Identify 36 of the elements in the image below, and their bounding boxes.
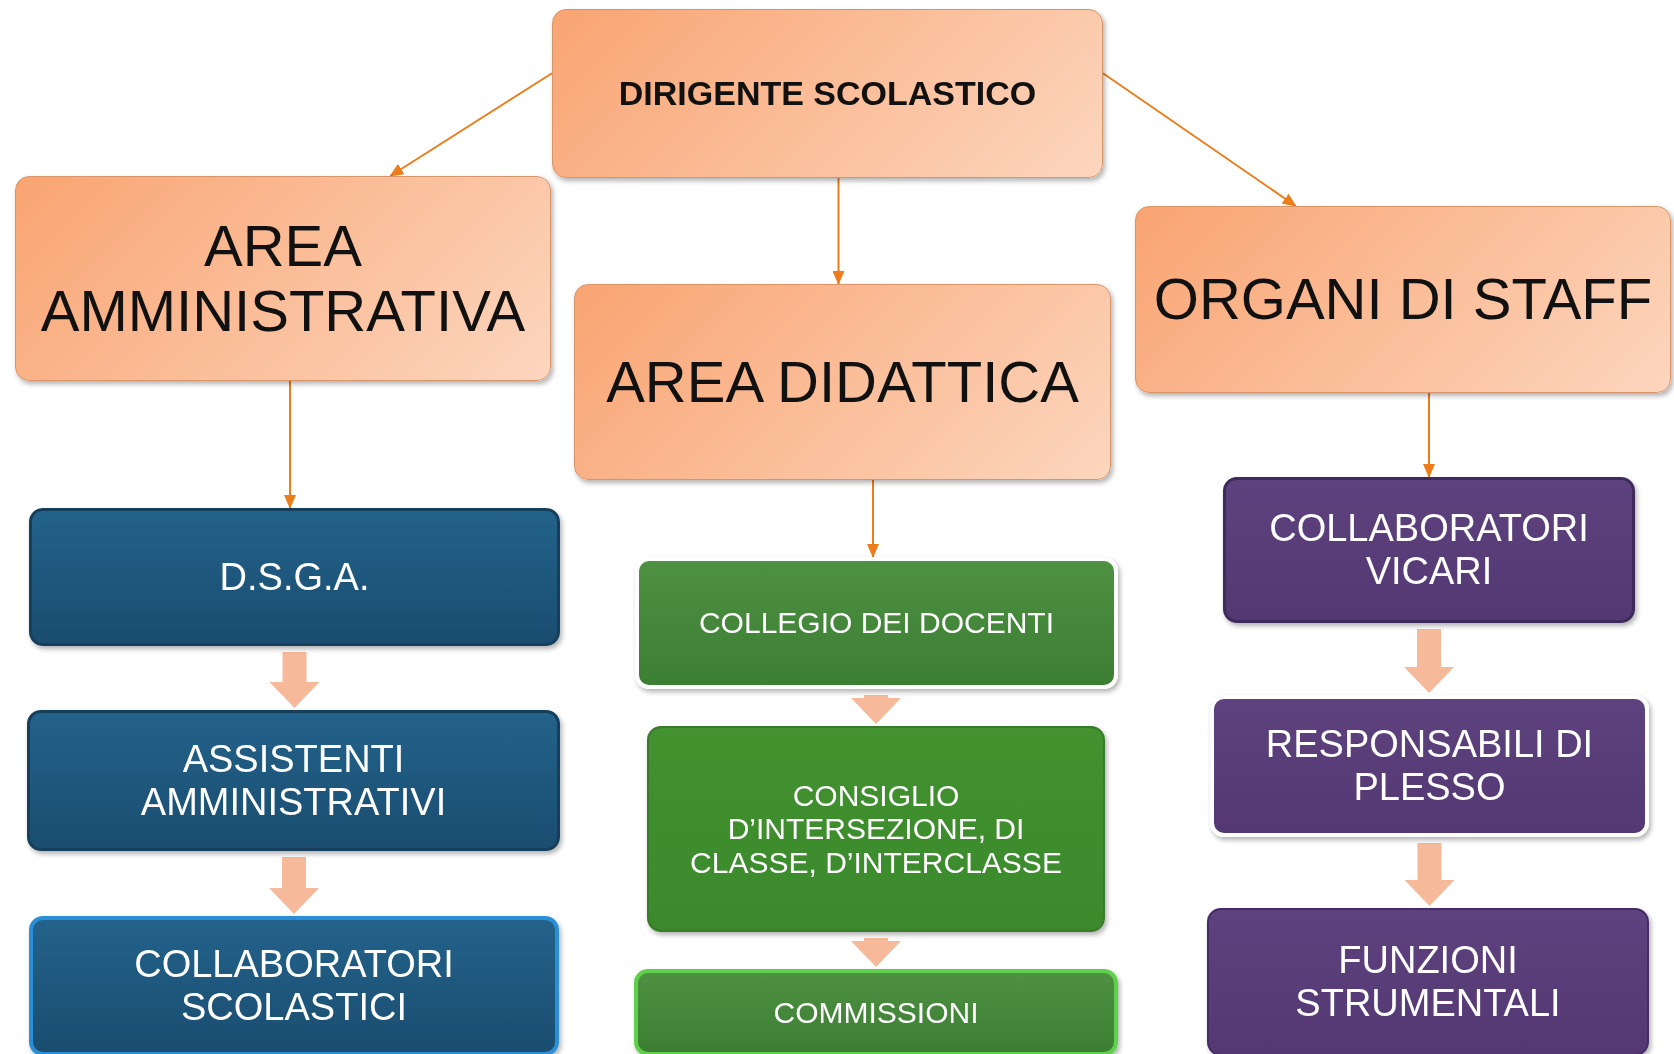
node-label: RESPONSABILI DI PLESSO xyxy=(1264,723,1595,809)
role-box xyxy=(1223,477,1635,623)
area-box xyxy=(552,9,1103,178)
arrow xyxy=(284,380,296,509)
role-box xyxy=(27,710,560,851)
block-arrow xyxy=(1404,843,1455,906)
node-label: DIRIGENTE SCOLASTICO xyxy=(618,74,1037,113)
block-arrow xyxy=(851,938,901,967)
node-label: D.S.G.A. xyxy=(219,555,370,599)
role-box xyxy=(634,969,1118,1054)
block-arrow xyxy=(269,857,319,914)
arrow xyxy=(832,177,845,285)
area-box xyxy=(1135,206,1671,393)
node-label: COLLABORATORI VICARI xyxy=(1268,507,1590,593)
arrow xyxy=(1423,392,1435,478)
role-box xyxy=(29,508,560,646)
area-box xyxy=(574,284,1111,480)
node-label: CONSIGLIO D’INTERSEZIONE, DI CLASSE, D’INTERCLASSE xyxy=(689,778,1063,880)
node-label: ASSISTENTI AMMINISTRATIVI xyxy=(139,737,448,824)
node-label: AREA AMMINISTRATIVA xyxy=(39,213,527,344)
role-box xyxy=(647,726,1105,932)
role-box xyxy=(1207,908,1649,1054)
node-label: COMMISSIONI xyxy=(773,995,979,1030)
node-label: AREA DIDATTICA xyxy=(606,349,1079,415)
block-arrow xyxy=(269,652,320,708)
arrow xyxy=(1102,72,1297,207)
node-label: COLLEGIO DEI DOCENTI xyxy=(698,606,1055,640)
node-label: COLLABORATORI SCOLASTICI xyxy=(133,943,455,1029)
arrow xyxy=(389,72,553,177)
area-box xyxy=(15,176,551,381)
block-arrow xyxy=(851,695,901,724)
node-label: FUNZIONI STRUMENTALI xyxy=(1294,939,1562,1025)
block-arrow xyxy=(1404,629,1454,693)
node-label: ORGANI DI STAFF xyxy=(1153,267,1653,332)
arrow xyxy=(867,479,879,558)
role-box xyxy=(29,916,559,1054)
